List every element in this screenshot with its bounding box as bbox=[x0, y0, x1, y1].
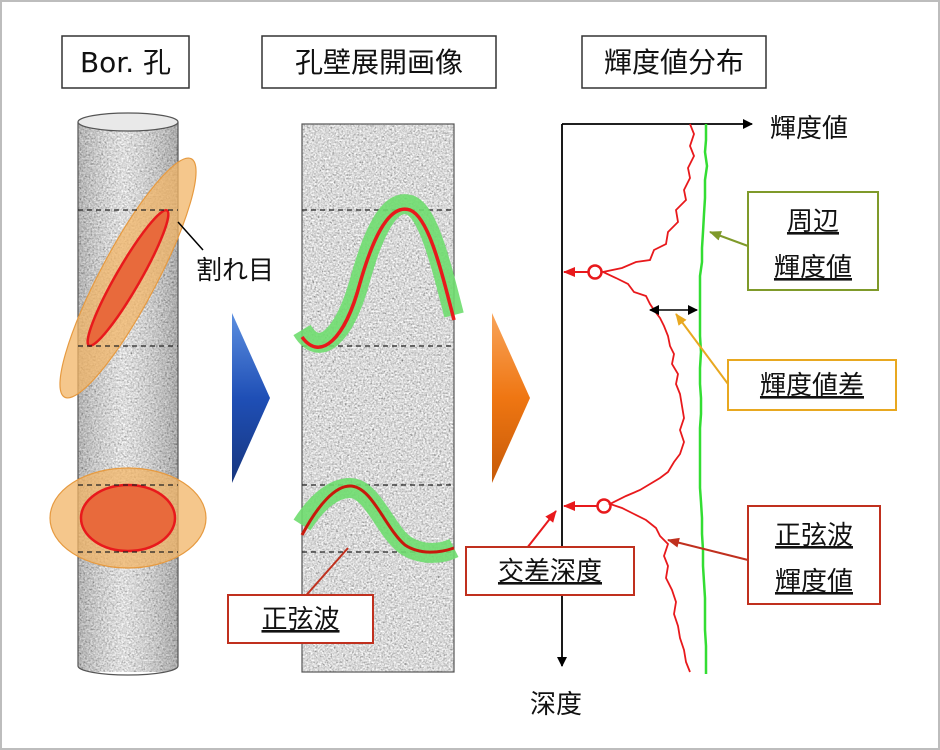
borehole-cylinder bbox=[77, 112, 179, 676]
surrounding-luminance-label: 周辺 輝度値 bbox=[747, 191, 879, 291]
difference-leader bbox=[675, 313, 729, 385]
svg-text:正弦波: 正弦波 bbox=[261, 605, 339, 635]
luminance-difference-label: 輝度値差 bbox=[727, 359, 897, 411]
intersection-point-upper bbox=[587, 264, 603, 280]
luminance-axis-label: 輝度値 bbox=[770, 114, 848, 144]
sine-curve-upper bbox=[300, 207, 456, 349]
svg-text:Bor. 孔: Bor. 孔 bbox=[80, 46, 171, 79]
title-borehole: Bor. 孔 bbox=[61, 35, 190, 89]
depth-axis-label: 深度 bbox=[530, 690, 582, 720]
fracture-inclined bbox=[59, 157, 197, 399]
title-unwrapped-image: 孔壁展開画像 bbox=[261, 35, 497, 89]
svg-text:輝度値分布: 輝度値分布 bbox=[604, 46, 744, 79]
fracture-flat bbox=[49, 467, 207, 569]
sine-wave-leader bbox=[301, 547, 349, 601]
svg-text:交差深度: 交差深度 bbox=[498, 557, 602, 587]
svg-text:周辺: 周辺 bbox=[787, 207, 839, 237]
depth-markers bbox=[78, 209, 178, 553]
svg-text:輝度値差: 輝度値差 bbox=[760, 371, 864, 401]
sine-luminance-leader bbox=[667, 537, 749, 561]
sine-wave-label: 正弦波 bbox=[227, 594, 374, 644]
intersection-point-lower bbox=[596, 498, 612, 514]
intersection-depth-label: 交差深度 bbox=[465, 546, 635, 596]
sine-luminance-curve bbox=[600, 123, 695, 673]
intersection-depth-leader bbox=[526, 510, 557, 549]
arrow-to-image bbox=[232, 313, 270, 483]
svg-text:輝度値: 輝度値 bbox=[774, 253, 852, 283]
cylinder-top bbox=[77, 112, 179, 132]
svg-text:輝度値: 輝度値 bbox=[775, 567, 853, 597]
fracture-plane bbox=[79, 483, 177, 553]
sine-curve-lower bbox=[300, 484, 455, 554]
fracture-label: 割れ目 bbox=[196, 256, 274, 286]
surrounding-leader bbox=[709, 231, 749, 247]
arrow-to-distribution bbox=[492, 313, 530, 483]
surrounding-luminance-curve bbox=[698, 124, 709, 674]
title-luminance-distribution: 輝度値分布 bbox=[581, 35, 767, 89]
sine-luminance-label: 正弦波 輝度値 bbox=[747, 505, 881, 605]
svg-text:孔壁展開画像: 孔壁展開画像 bbox=[295, 46, 463, 79]
svg-text:正弦波: 正弦波 bbox=[775, 521, 853, 551]
fracture-leader bbox=[177, 221, 204, 251]
unwrapped-image bbox=[301, 123, 455, 673]
